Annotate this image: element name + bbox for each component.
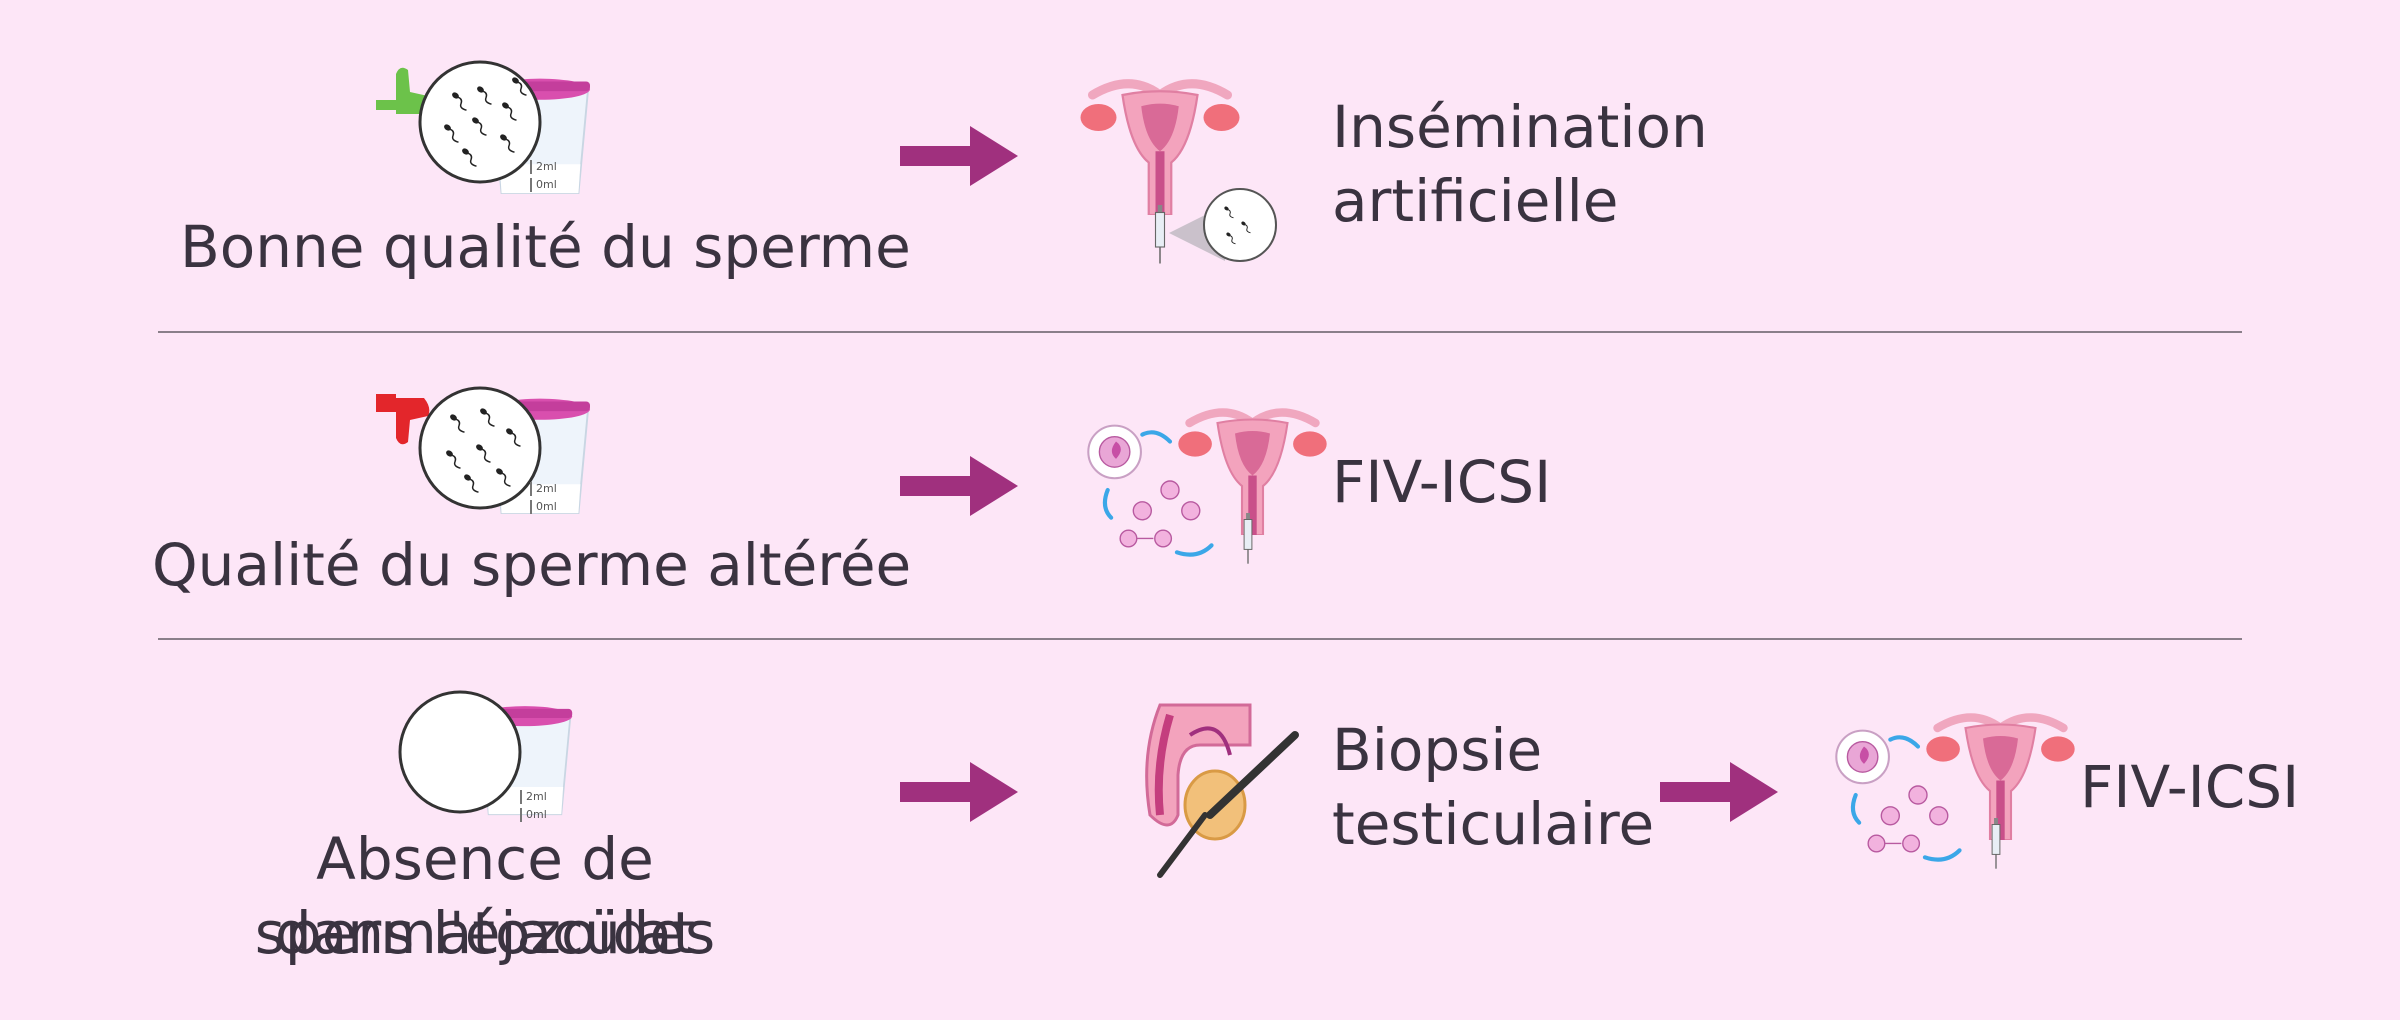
good-sperm-sample-illustration	[376, 60, 591, 195]
cup-measure-mark: 2ml	[530, 482, 557, 496]
cup-measure-mark: 0ml	[530, 178, 557, 192]
cup-measure-mark: 0ml	[530, 500, 557, 514]
empty-sample-illustration	[398, 690, 574, 816]
thumbs-down-icon	[376, 394, 430, 445]
ivf-icsi-illustration	[1828, 700, 2078, 870]
arrow-right-icon	[1660, 762, 1778, 822]
treatment-ivf-icsi-after-biopsy: FIV-ICSI	[2080, 753, 2300, 821]
insemination-illustration	[1075, 65, 1277, 265]
treatment-insemination-line2: artificielle	[1332, 167, 1619, 235]
arrow-right-icon	[900, 762, 1018, 822]
thumbs-up-icon	[376, 67, 430, 114]
row-divider	[158, 331, 2242, 333]
condition-no-sperm-line2: dans l'éjaculat	[274, 899, 696, 967]
treatment-insemination-line1: Insémination	[1332, 93, 1708, 161]
row-divider	[158, 638, 2242, 640]
condition-altered-quality: Qualité du sperme altérée	[152, 531, 912, 599]
treatment-ivf-icsi: FIV-ICSI	[1332, 448, 1552, 516]
cup-measure-mark: 0ml	[520, 808, 547, 822]
arrow-right-icon	[900, 126, 1018, 186]
step-biopsy-line2: testiculaire	[1332, 790, 1655, 858]
altered-sperm-sample-illustration	[376, 386, 591, 515]
step-biopsy-line1: Biopsie	[1332, 716, 1543, 784]
cup-measure-mark: 2ml	[520, 790, 547, 804]
testicular-biopsy-illustration	[1145, 703, 1299, 878]
cup-measure-mark: 2ml	[530, 160, 557, 174]
condition-no-sperm-line1: Absence de spermatozoïdes	[254, 825, 716, 967]
arrow-right-icon	[900, 456, 1018, 516]
condition-good-quality: Bonne qualité du sperme	[180, 213, 911, 281]
ivf-icsi-illustration	[1080, 395, 1330, 565]
